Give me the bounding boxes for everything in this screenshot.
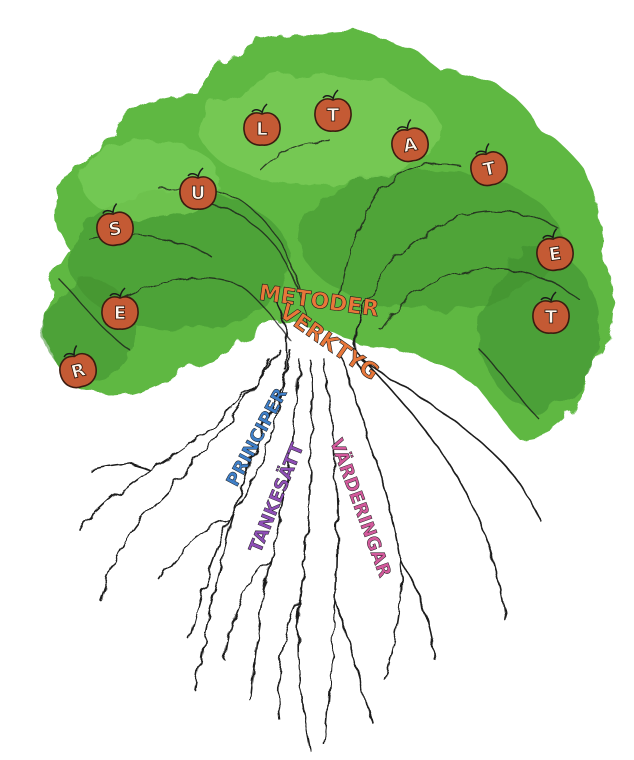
apple-letter: E xyxy=(114,303,126,324)
apple-letter: U xyxy=(191,183,206,204)
apple-letter: L xyxy=(256,119,267,140)
root-labels: PRINCIPER TANKESÄTT VÄRDERINGAR xyxy=(223,385,396,581)
tree-roots xyxy=(80,350,540,750)
apple-letter: T xyxy=(327,105,340,126)
apple-letter: T xyxy=(545,307,558,328)
